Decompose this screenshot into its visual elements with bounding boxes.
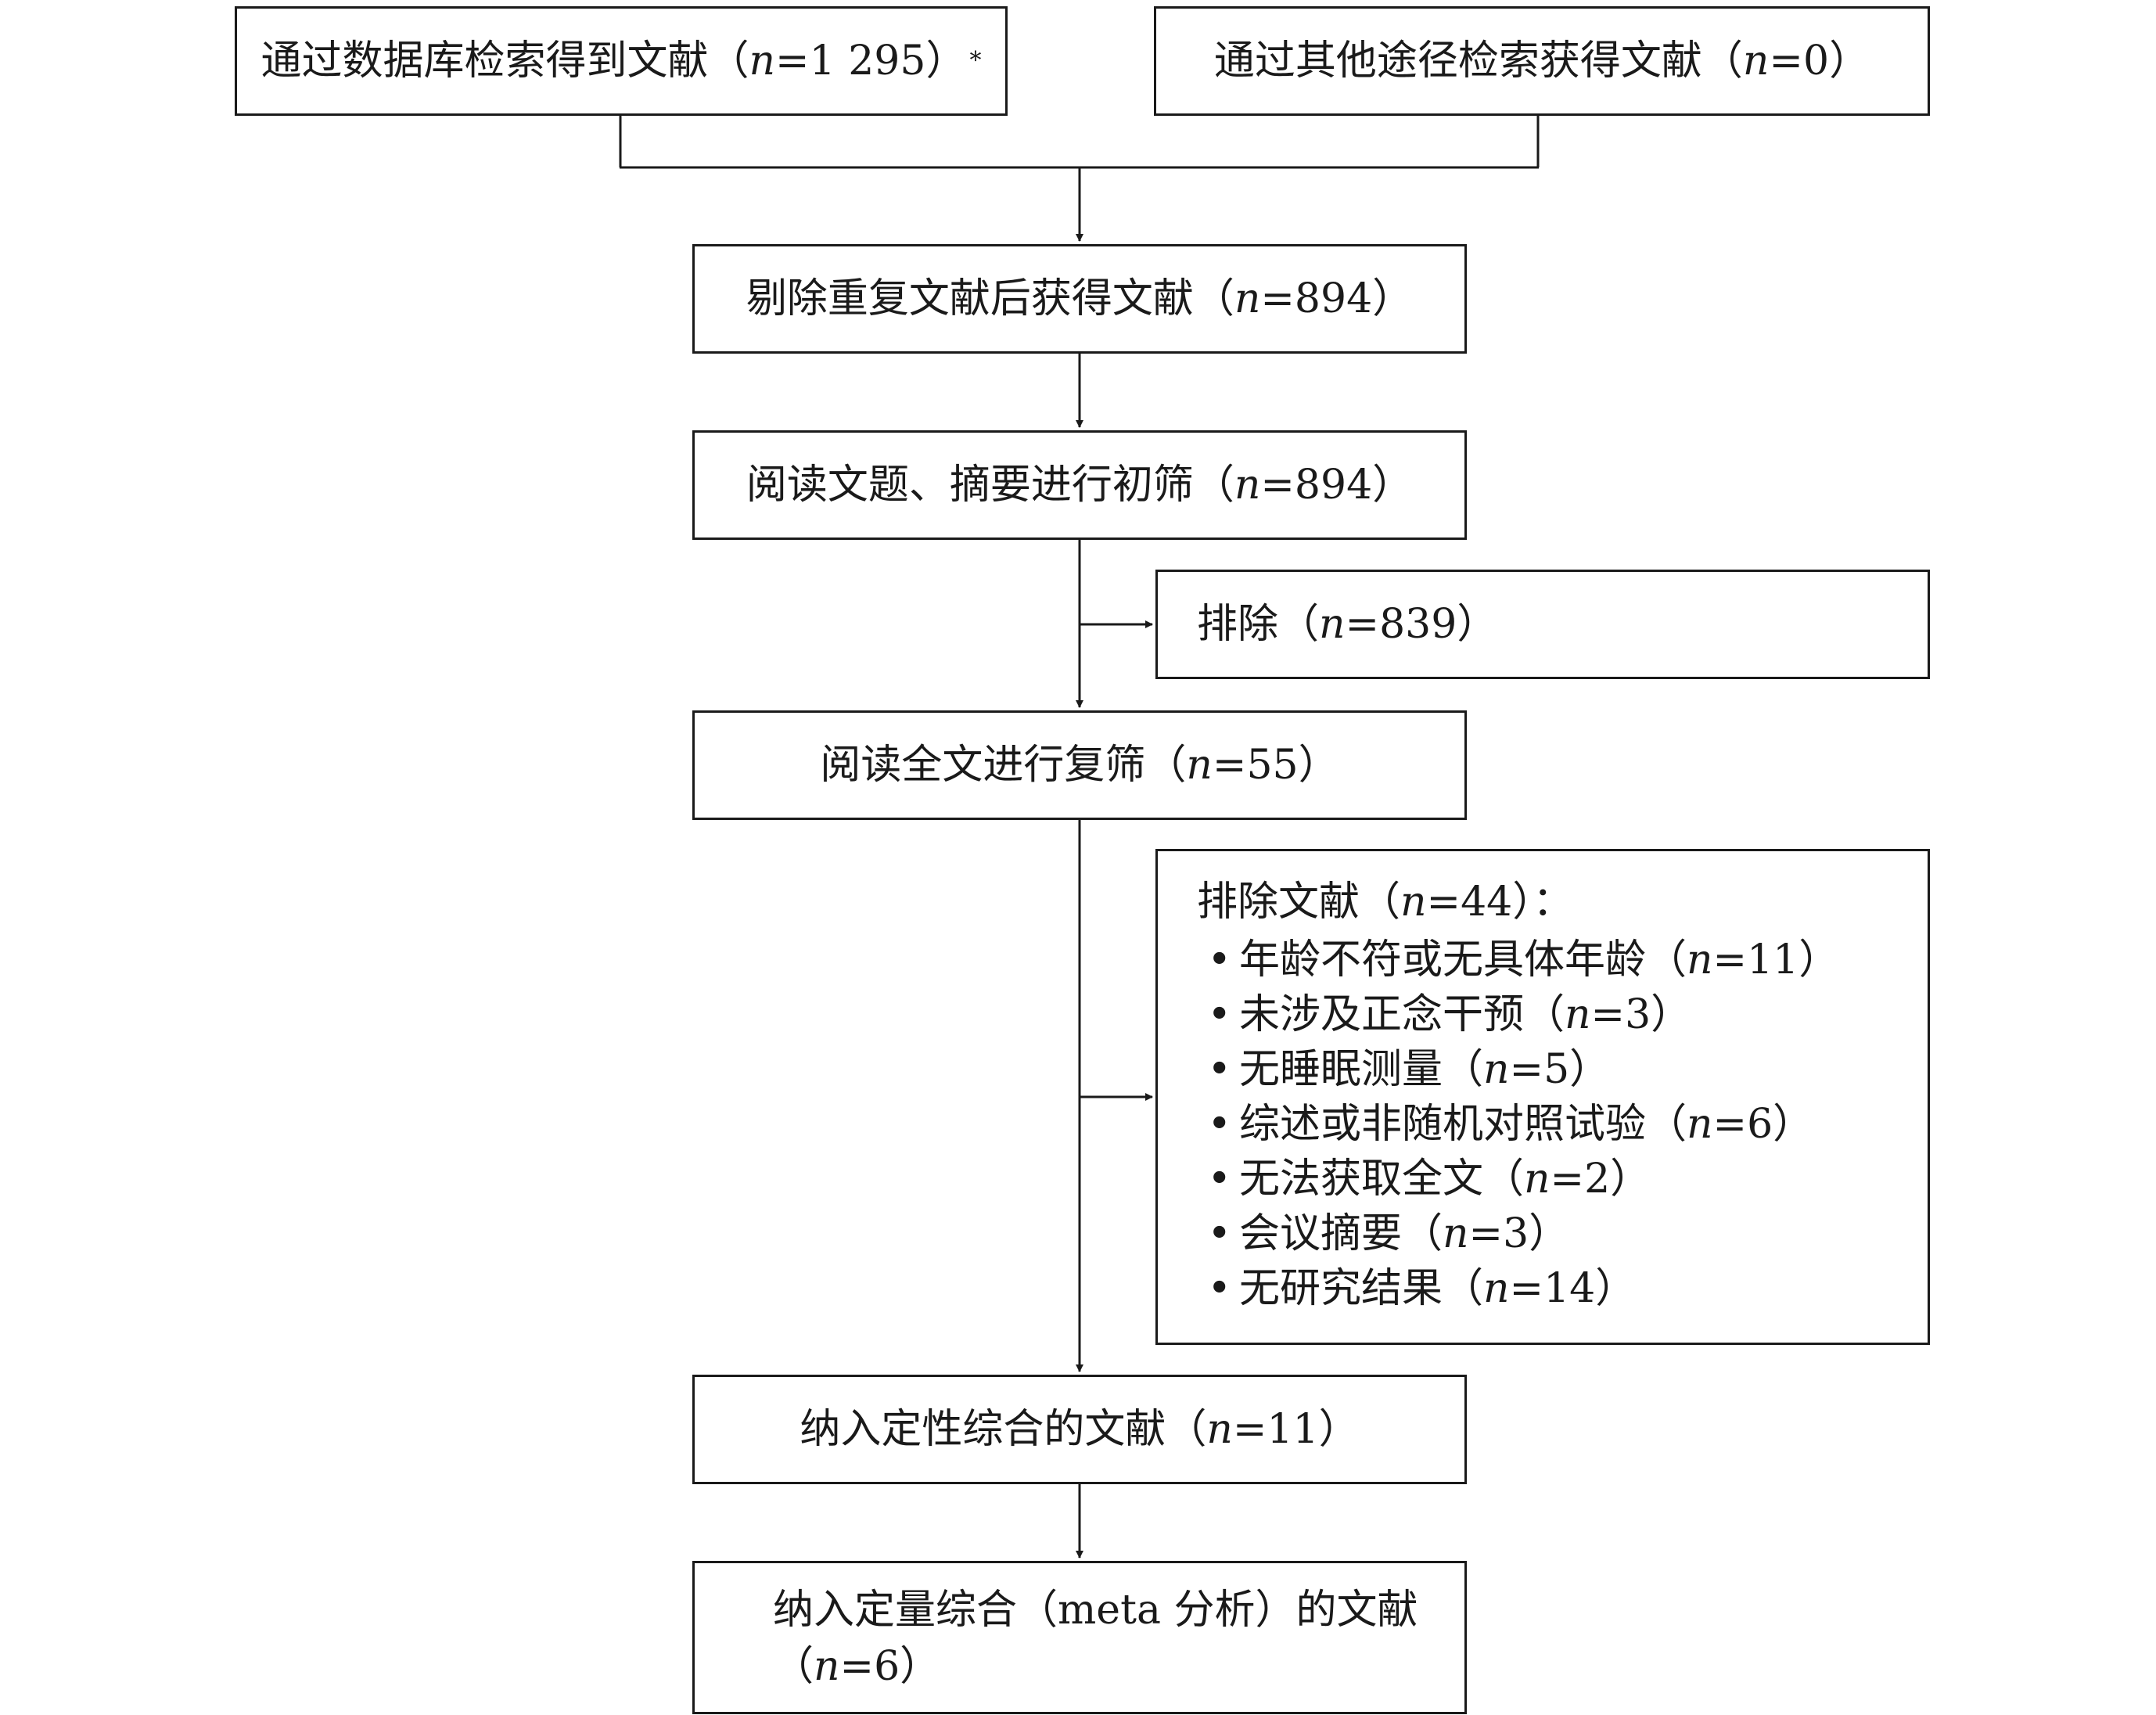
- exclusion-reason-label: 综述或非随机对照试验（: [1239, 1101, 1687, 1148]
- exclusion-reason-n-value: =5）: [1509, 1046, 1611, 1093]
- meta-analysis-box: 纳入定量综合（meta 分析）的文献 （n=6）: [692, 1561, 1467, 1714]
- exclusion-reason-n-label: n: [1524, 1156, 1551, 1203]
- exclusion-reason-n-label: n: [1687, 1101, 1713, 1148]
- fulltext-screen-label: 阅读全文进行复筛（: [820, 742, 1187, 789]
- exclusion-reason-label: 无睡眠测量（: [1239, 1046, 1484, 1093]
- excluded-first-box: 排除（n=839）: [1155, 570, 1930, 679]
- exclusion-reason-label: 无法获取全文（: [1239, 1156, 1525, 1203]
- database-search-box: 通过数据库检索得到文献（n=1 295）*: [235, 6, 1008, 116]
- excluded-first-n-label: n: [1319, 601, 1346, 648]
- qualitative-synthesis-n-label: n: [1206, 1406, 1233, 1453]
- title-abstract-screen-box: 阅读文题、摘要进行初筛（n=894）: [692, 430, 1467, 540]
- other-search-n-value: =0）: [1769, 38, 1870, 84]
- exclusion-reason-n-label: n: [1687, 937, 1713, 983]
- exclusion-reason-label: 年龄不符或无具体年龄（: [1239, 937, 1687, 983]
- after-dedup-n-label: n: [1234, 275, 1261, 322]
- excluded-first-label: 排除（: [1197, 601, 1320, 648]
- exclusion-reason-n-label: n: [1483, 1046, 1510, 1093]
- title-abstract-screen-label: 阅读文题、摘要进行初筛（: [746, 462, 1234, 509]
- other-search-label: 通过其他途径检索获得文献（: [1213, 38, 1743, 84]
- exclusion-reason-item: •会议摘要（n=3）: [1197, 1206, 1928, 1261]
- database-search-label: 通过数据库检索得到文献（: [261, 38, 749, 84]
- exclusion-reason-n-value: =2）: [1550, 1156, 1651, 1203]
- meta-analysis-n-label: n: [814, 1643, 840, 1690]
- exclusion-reason-label: 无研究结果（: [1239, 1265, 1484, 1312]
- title-abstract-screen-n-value: =894）: [1260, 462, 1414, 509]
- qualitative-synthesis-n-value: =11）: [1232, 1406, 1360, 1453]
- exclusion-reason-list: •年龄不符或无具体年龄（n=11） •未涉及正念干预（n=3） •无睡眠测量（n…: [1197, 933, 1928, 1316]
- exclusion-reason-item: •无睡眠测量（n=5）: [1197, 1042, 1928, 1097]
- exclusion-reason-n-value: =3）: [1468, 1210, 1570, 1257]
- fulltext-screen-n-value: =55）: [1212, 742, 1339, 789]
- exclusion-reason-item: •综述或非随机对照试验（n=6）: [1197, 1097, 1928, 1152]
- after-dedup-n-value: =894）: [1260, 275, 1414, 322]
- meta-analysis-line-1: 纳入定量综合（meta 分析）的文献: [773, 1587, 1418, 1634]
- title-abstract-screen-n-label: n: [1234, 462, 1261, 509]
- exclusion-reason-item: •未涉及正念干预（n=3）: [1197, 987, 1928, 1042]
- excluded-fulltext-heading-n-label: n: [1400, 879, 1427, 926]
- bullet-icon: •: [1207, 991, 1231, 1038]
- fulltext-screen-n-label: n: [1186, 742, 1213, 789]
- excluded-fulltext-heading-n-value: =44）：: [1426, 879, 1574, 926]
- other-search-box: 通过其他途径检索获得文献（n=0）: [1154, 6, 1930, 116]
- exclusion-reason-n-value: =14）: [1509, 1265, 1637, 1312]
- fulltext-screen-box: 阅读全文进行复筛（n=55）: [692, 710, 1467, 820]
- database-search-n-value: =1 295）: [775, 38, 967, 84]
- exclusion-reason-n-label: n: [1443, 1210, 1469, 1257]
- after-dedup-box: 剔除重复文献后获得文献（n=894）: [692, 244, 1467, 354]
- other-search-n-label: n: [1742, 38, 1770, 84]
- qualitative-synthesis-box: 纳入定性综合的文献（n=11）: [692, 1375, 1467, 1484]
- exclusion-reason-n-value: =11）: [1712, 937, 1840, 983]
- exclusion-reason-n-value: =6）: [1712, 1101, 1814, 1148]
- qualitative-synthesis-label: 纳入定性综合的文献（: [800, 1406, 1207, 1453]
- bullet-icon: •: [1207, 937, 1231, 983]
- exclusion-reason-label: 未涉及正念干预（: [1239, 991, 1565, 1038]
- meta-analysis-open-paren: （: [773, 1643, 814, 1690]
- bullet-icon: •: [1207, 1210, 1231, 1257]
- excluded-fulltext-heading: 排除文献（n=44）：: [1197, 875, 1928, 933]
- after-dedup-label: 剔除重复文献后获得文献（: [746, 275, 1234, 322]
- meta-analysis-line-2: （n=6）: [773, 1638, 1464, 1695]
- exclusion-reason-item: •年龄不符或无具体年龄（n=11）: [1197, 933, 1928, 987]
- bullet-icon: •: [1207, 1265, 1231, 1312]
- exclusion-reason-n-value: =3）: [1590, 991, 1692, 1038]
- bullet-icon: •: [1207, 1046, 1231, 1093]
- bullet-icon: •: [1207, 1101, 1231, 1148]
- exclusion-reason-n-label: n: [1565, 991, 1591, 1038]
- excluded-fulltext-box: 排除文献（n=44）： •年龄不符或无具体年龄（n=11） •未涉及正念干预（n…: [1155, 849, 1930, 1345]
- database-search-n-label: n: [749, 38, 776, 84]
- exclusion-reason-item: •无研究结果（n=14）: [1197, 1261, 1928, 1316]
- exclusion-reason-label: 会议摘要（: [1239, 1210, 1443, 1257]
- excluded-fulltext-heading-label: 排除文献（: [1197, 879, 1401, 926]
- bullet-icon: •: [1207, 1156, 1231, 1203]
- exclusion-reason-item: •无法获取全文（n=2）: [1197, 1152, 1928, 1206]
- exclusion-reason-n-label: n: [1483, 1265, 1510, 1312]
- excluded-first-n-value: =839）: [1345, 601, 1498, 648]
- meta-analysis-n-value: =6）: [839, 1643, 941, 1690]
